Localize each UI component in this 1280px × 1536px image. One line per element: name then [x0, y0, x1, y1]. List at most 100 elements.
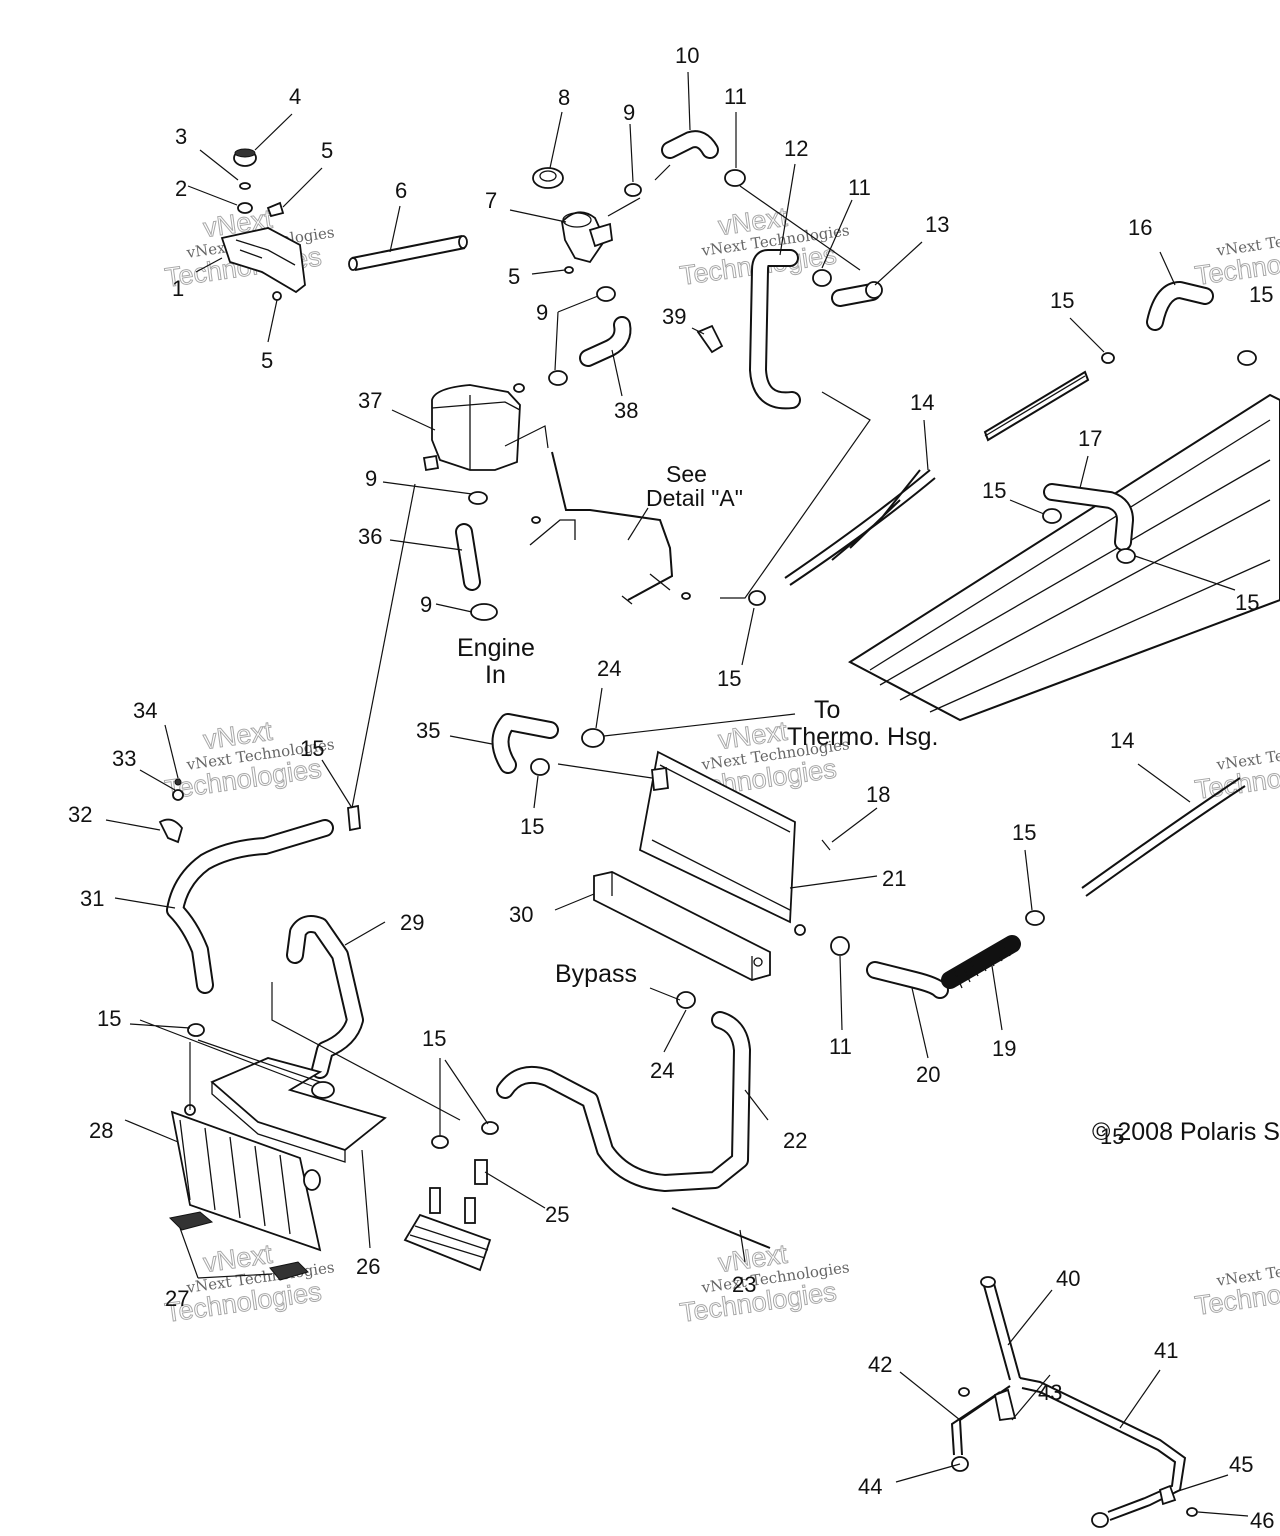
part-label-6: 6: [395, 178, 407, 203]
hose-36-part: [455, 491, 498, 621]
part-label-3: 3: [175, 124, 187, 149]
part-label-8: 8: [558, 85, 570, 110]
part-label-21: 21: [882, 866, 906, 891]
part-label-9: 9: [365, 466, 377, 491]
bottle-bracket-part: [220, 148, 306, 301]
part-label-37: 37: [358, 388, 382, 413]
part-label-10: 10: [675, 43, 699, 68]
seal-strip-part: [1081, 777, 1246, 897]
part-label-44: 44: [858, 1474, 882, 1499]
hose-fitting-part: [812, 269, 883, 307]
part-label-15: 15: [422, 1026, 446, 1051]
part-label-35: 35: [416, 718, 440, 743]
part-label-24: 24: [650, 1058, 674, 1083]
part-label-24: 24: [597, 656, 621, 681]
part-label-20: 20: [916, 1062, 940, 1087]
part-label-28: 28: [89, 1118, 113, 1143]
to-thermo-label: To: [814, 696, 840, 724]
part-label-46: 46: [1250, 1508, 1274, 1533]
filler-neck-part: [561, 211, 613, 274]
part-label-4: 4: [289, 84, 301, 109]
coolant-hose-part: [749, 249, 801, 410]
engine-in-label: In: [485, 661, 506, 689]
part-label-38: 38: [614, 398, 638, 423]
part-label-22: 22: [783, 1128, 807, 1153]
foam-block-part: [593, 871, 771, 981]
part-label-33: 33: [112, 746, 136, 771]
copyright-text: © 2008 Polaris S: [1092, 1118, 1280, 1146]
reservoir-part: [422, 383, 525, 472]
part-label-15: 15: [300, 736, 324, 761]
part-label-13: 13: [925, 212, 949, 237]
part-label-45: 45: [1229, 1452, 1253, 1477]
part-label-11: 11: [724, 84, 747, 109]
pad-part: [168, 1211, 309, 1281]
shroud-part: [638, 750, 806, 936]
part-label-15: 15: [1235, 590, 1259, 615]
part-label-25: 25: [545, 1202, 569, 1227]
pin-part: [821, 839, 831, 851]
bypass-label: Bypass: [555, 960, 637, 988]
hose-17-part: [1042, 483, 1136, 564]
part-label-9: 9: [420, 592, 432, 617]
hose-20-part: [830, 936, 949, 999]
part-label-19: 19: [992, 1036, 1016, 1061]
part-label-15: 15: [717, 666, 741, 691]
seal-strip-part: [784, 469, 936, 586]
part-label-9: 9: [623, 100, 635, 125]
part-label-18: 18: [866, 782, 890, 807]
part-label-5: 5: [321, 138, 333, 163]
oil-cooler-part: [170, 1023, 335, 1252]
bracket-clip-part: [158, 778, 184, 844]
hose-22-part: [496, 991, 751, 1192]
part-label-42: 42: [868, 1352, 892, 1377]
part-label-15: 15: [1249, 282, 1273, 307]
part-label-30: 30: [509, 902, 533, 927]
part-label-17: 17: [1078, 426, 1102, 451]
detail-a-label: Detail "A": [646, 485, 743, 511]
part-label-14: 14: [1110, 728, 1134, 753]
watermark-group: vNext vNext Technologies Technologies vN…: [163, 201, 1280, 1328]
clamp-part: [748, 590, 766, 606]
part-label-5: 5: [261, 348, 273, 373]
part-label-15: 15: [1012, 820, 1036, 845]
part-label-11: 11: [829, 1034, 852, 1059]
foam-strip-part: [210, 1057, 387, 1163]
hose-38-part: [548, 286, 632, 386]
heat-exchanger-part: [403, 1121, 499, 1272]
hose-16-part: [1101, 281, 1257, 366]
part-label-26: 26: [356, 1254, 380, 1279]
detail-a-pipe-part: [529, 451, 691, 605]
part-label-34: 34: [133, 698, 157, 723]
clip-part: [696, 324, 724, 354]
part-label-40: 40: [1056, 1266, 1080, 1291]
hose-35-part: [491, 713, 605, 776]
pressure-cap-part: [532, 167, 564, 189]
detail-a-assembly-part: [950, 1276, 1198, 1528]
part-label-36: 36: [358, 524, 382, 549]
hose-29-part: [286, 915, 364, 1079]
part-label-39: 39: [662, 304, 686, 329]
part-label-15: 15: [97, 1006, 121, 1031]
see-detail-label: See: [666, 461, 707, 487]
part-label-11: 11: [848, 175, 871, 200]
to-thermo-label: Thermo. Hsg.: [787, 723, 938, 751]
part-label-9: 9: [536, 300, 548, 325]
callout-text: See Detail "A" Engine In To Thermo. Hsg.…: [457, 461, 1280, 1146]
part-label-12: 12: [784, 136, 808, 161]
corrugated-hose-part: [941, 910, 1045, 989]
hose-31-part: [166, 804, 361, 994]
part-label-5: 5: [508, 264, 520, 289]
part-label-41: 41: [1154, 1338, 1178, 1363]
part-label-14: 14: [910, 390, 934, 415]
leader-lines: [105, 71, 1249, 1517]
part-label-29: 29: [400, 910, 424, 935]
part-label-15: 15: [982, 478, 1006, 503]
part-drawings: [158, 130, 1280, 1528]
part-label-16: 16: [1128, 215, 1152, 240]
part-label-7: 7: [485, 188, 497, 213]
part-label-15: 15: [1050, 288, 1074, 313]
part-number-labels: 1 2 3 4 5 5 5 6 7 8 9 9 9 9 10 11 11 11 …: [68, 43, 1274, 1533]
